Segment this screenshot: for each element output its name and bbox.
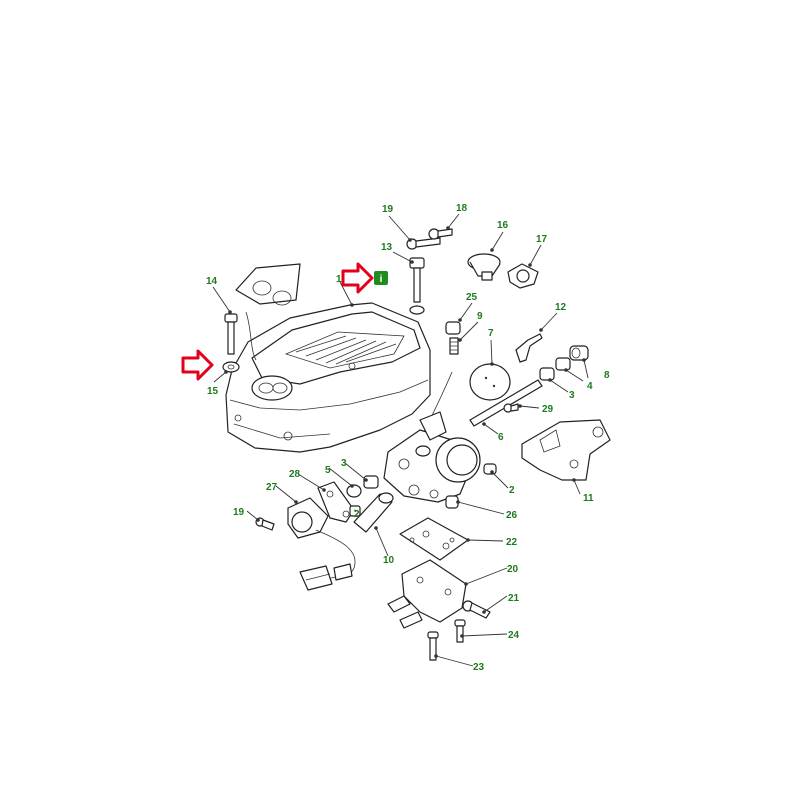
leader-lines	[212, 213, 589, 667]
sensor-16	[467, 253, 501, 281]
label-16: 16	[497, 220, 509, 231]
label-26: 26	[506, 510, 518, 521]
label-7: 7	[488, 328, 494, 339]
shaft-6	[469, 379, 543, 427]
bracket-11	[521, 419, 611, 481]
intake-plenum-cover	[225, 263, 453, 453]
label-11: 11	[583, 493, 594, 504]
screw-9	[449, 337, 459, 355]
lever-12	[515, 333, 543, 363]
label-29: 29	[542, 404, 554, 415]
label-19-left: 19	[233, 507, 245, 518]
nut-4	[555, 357, 571, 371]
label-3-right: 3	[569, 390, 575, 401]
label-25: 25	[466, 292, 478, 303]
highlight-arrow-washer	[181, 349, 214, 381]
info-badge-text: i	[380, 274, 383, 285]
throttle-body	[383, 411, 481, 503]
gasket-28	[317, 481, 355, 523]
bush-3-left	[363, 475, 379, 489]
screw-21	[462, 600, 491, 619]
label-17: 17	[536, 234, 548, 245]
label-8: 8	[604, 370, 610, 381]
label-2-right: 2	[509, 485, 515, 496]
seal-5	[346, 484, 362, 498]
label-1: 1	[336, 274, 342, 285]
label-15: 15	[207, 386, 219, 397]
washer-15	[222, 361, 240, 373]
label-6: 6	[498, 432, 504, 443]
bolt-24	[454, 619, 466, 643]
bush-2-right	[483, 463, 497, 475]
label-13: 13	[381, 242, 393, 253]
label-3-left: 3	[341, 458, 347, 469]
bolt-13	[409, 257, 425, 315]
label-5: 5	[325, 465, 331, 476]
label-21: 21	[508, 593, 520, 604]
housing-20	[387, 559, 467, 629]
collar-8	[569, 345, 589, 361]
label-14: 14	[206, 276, 218, 287]
bolt-14	[224, 313, 238, 355]
label-12: 12	[555, 302, 567, 313]
label-4: 4	[587, 381, 593, 392]
label-10: 10	[383, 555, 395, 566]
bolt-23	[427, 631, 439, 661]
label-27: 27	[266, 482, 278, 493]
label-20: 20	[507, 564, 519, 575]
label-19-top: 19	[382, 204, 394, 215]
gasket-22	[399, 517, 469, 561]
throttle-plate-7	[469, 363, 511, 401]
bush-3-right	[539, 367, 555, 381]
label-28: 28	[289, 469, 301, 480]
bolt-18	[428, 228, 453, 240]
leader-dots	[224, 226, 586, 658]
pipe-10	[353, 492, 394, 533]
label-23: 23	[473, 662, 485, 673]
idle-valve-27	[287, 497, 356, 591]
label-2-left: 2	[354, 509, 360, 520]
part-labels: 1 14 15 19 18 13 16 17 25 9 7 12 8 4 3 2…	[206, 203, 610, 673]
label-9: 9	[477, 311, 483, 322]
flange-17	[507, 263, 539, 289]
label-24: 24	[508, 630, 520, 641]
cap-25	[445, 321, 461, 335]
info-badge-icon: i	[374, 271, 388, 285]
label-22: 22	[506, 537, 518, 548]
label-18: 18	[456, 203, 468, 214]
highlight-arrow-bolt	[341, 262, 374, 294]
bush-2-left	[349, 505, 361, 517]
screw-19-left	[255, 517, 275, 531]
bolt-19-top	[406, 237, 441, 250]
screw-29	[503, 403, 519, 413]
